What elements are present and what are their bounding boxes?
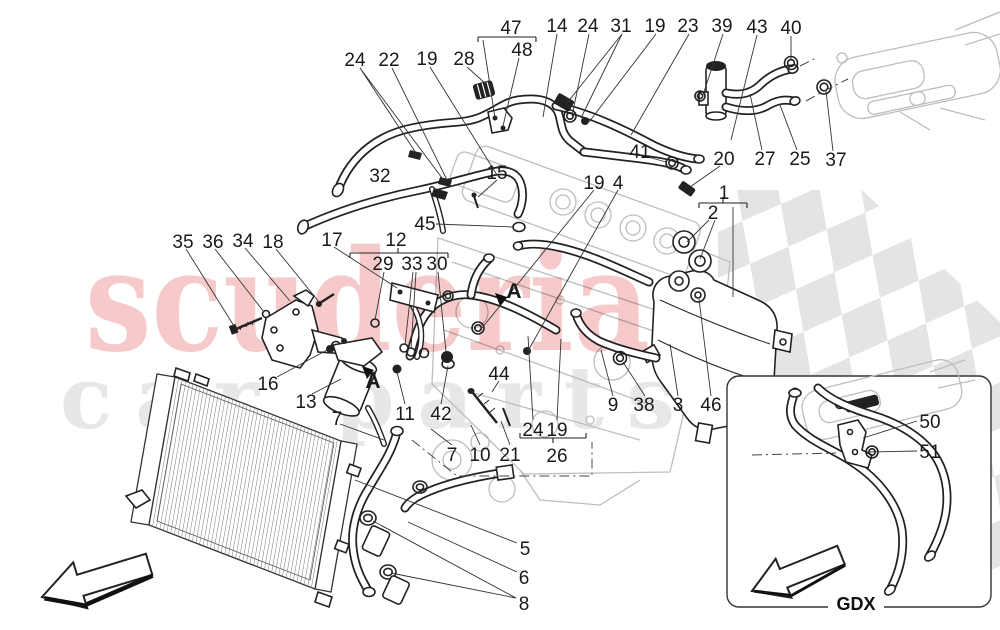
view-marker-label: A bbox=[365, 370, 380, 393]
part-number-label: 2 bbox=[708, 203, 719, 224]
part-number-label: 15 bbox=[486, 163, 507, 184]
part-number-label: 8 bbox=[519, 594, 530, 615]
part-number-label: 34 bbox=[232, 231, 254, 252]
part-number-label: 19 bbox=[546, 420, 567, 441]
part-number-label: 19 bbox=[644, 16, 665, 37]
part-number-label: 28 bbox=[453, 49, 474, 70]
part-number-label: 5 bbox=[520, 539, 531, 560]
part-number-label: 17 bbox=[321, 230, 342, 251]
part-number-label: 26 bbox=[546, 446, 567, 467]
part-number-label: 50 bbox=[919, 412, 940, 433]
part-number-label: 40 bbox=[780, 18, 801, 39]
part-number-label: 39 bbox=[711, 16, 732, 37]
part-number-label: 37 bbox=[825, 150, 846, 171]
part-number-label: 25 bbox=[789, 149, 810, 170]
part-number-label: 42 bbox=[430, 404, 451, 425]
part-number-label: 43 bbox=[746, 17, 767, 38]
detail-a-arrow bbox=[362, 366, 374, 379]
part-number-label: 46 bbox=[700, 395, 721, 416]
part-number-label: 24 bbox=[344, 50, 366, 71]
part-number-label: 4 bbox=[613, 173, 624, 194]
gdx-direction-arrow bbox=[750, 544, 847, 600]
part-number-label: 24 bbox=[522, 420, 544, 441]
detail-a-arrow bbox=[495, 293, 507, 306]
part-number-label: 44 bbox=[488, 364, 510, 385]
heater-ghost-drawing bbox=[834, 11, 1000, 131]
gdx-inset-label: GDX bbox=[836, 594, 875, 614]
part-number-label: 7 bbox=[447, 445, 458, 466]
part-number-label: 24 bbox=[577, 16, 599, 37]
part-number-label: 35 bbox=[172, 232, 193, 253]
part-number-label: 27 bbox=[754, 149, 775, 170]
callout-brackets bbox=[349, 36, 748, 443]
part-number-label: 13 bbox=[295, 392, 316, 413]
part-number-label: 3 bbox=[673, 395, 684, 416]
part-number-label: 7 bbox=[332, 409, 343, 430]
part-number-label: 48 bbox=[511, 40, 532, 61]
part-number-label: 21 bbox=[499, 445, 520, 466]
part-number-label: 16 bbox=[257, 374, 278, 395]
part-number-label: 33 bbox=[401, 254, 422, 275]
part-number-label: 31 bbox=[610, 16, 631, 37]
part-number-label: 38 bbox=[633, 395, 654, 416]
part-number-label: 9 bbox=[608, 395, 619, 416]
part-number-label: 41 bbox=[629, 142, 650, 163]
part-number-label: 11 bbox=[395, 404, 415, 425]
gdx-inset-box: GDX bbox=[726, 359, 992, 614]
direction-arrow bbox=[40, 552, 154, 610]
part-number-label: 47 bbox=[500, 18, 521, 39]
part-number-label: 29 bbox=[372, 254, 393, 275]
part-number-label: 19 bbox=[583, 173, 604, 194]
part-number-label: 23 bbox=[677, 16, 698, 37]
view-marker-label: A bbox=[506, 280, 521, 303]
part-number-label: 22 bbox=[378, 50, 399, 71]
part-number-label: 36 bbox=[202, 232, 223, 253]
part-number-label: 32 bbox=[369, 166, 390, 187]
part-number-label: 14 bbox=[546, 16, 568, 37]
reference-dash-lines bbox=[411, 56, 849, 477]
part-number-label: 20 bbox=[713, 149, 734, 170]
radiator-drawing bbox=[124, 366, 363, 609]
part-number-label: 10 bbox=[469, 445, 490, 466]
part-number-label: 18 bbox=[262, 232, 283, 253]
part-number-label: 1 bbox=[719, 183, 730, 204]
part-number-label: 19 bbox=[416, 49, 437, 70]
part-number-label: 30 bbox=[426, 254, 447, 275]
part-number-label: 51 bbox=[919, 442, 940, 463]
part-number-label: 12 bbox=[385, 230, 406, 251]
part-number-label: 6 bbox=[519, 568, 530, 589]
leader-lines bbox=[185, 33, 918, 599]
part-number-label: 45 bbox=[414, 214, 435, 235]
